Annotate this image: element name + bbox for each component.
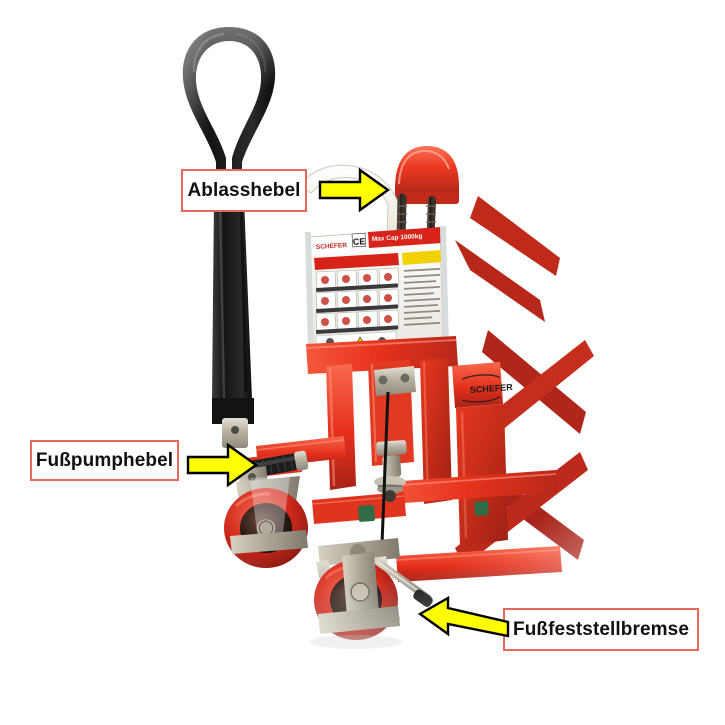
rear-caster-wheel <box>224 476 308 568</box>
front-brake-caster-wheel <box>310 538 433 649</box>
instruction-sticker: SCHEFER CE Max Cap 1000kg <box>305 226 449 356</box>
callout-label-fussbremse: Fußfeststellbremse <box>512 618 690 640</box>
sticker-ce-text: CE <box>353 236 366 247</box>
tiller-handle <box>182 27 276 448</box>
arrow-right-icon-ablasshebel <box>318 167 390 213</box>
callout-label-fusspumphebel: Fußpumphebel <box>35 449 174 471</box>
arrow-left-icon-fussbremse <box>418 596 510 638</box>
frame-brand-text: SCHEFER <box>469 382 513 395</box>
arrow-right-icon-fusspumphebel <box>186 442 258 488</box>
callout-box-ablasshebel: Ablasshebel <box>181 169 307 212</box>
callout-box-fusspumphebel: Fußpumphebel <box>30 440 179 481</box>
callout-label-ablasshebel: Ablasshebel <box>187 179 301 201</box>
callout-box-fussbremse: Fußfeststellbremse <box>503 608 699 651</box>
